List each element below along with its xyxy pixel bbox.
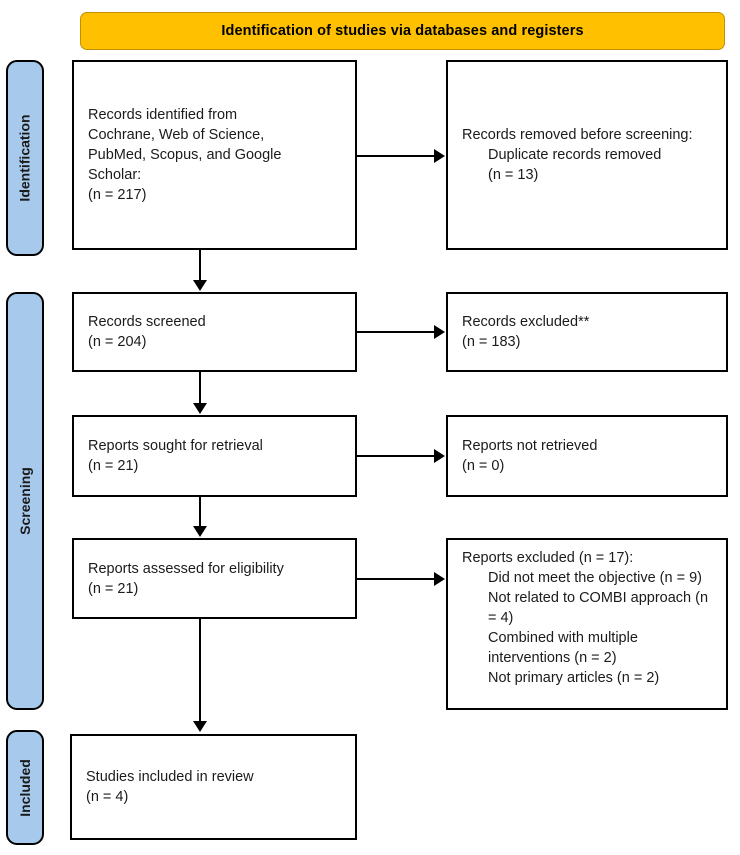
stage-label-screening-text: Screening [17,467,34,535]
studies-included-label: Studies included in review [86,769,254,785]
connector-identified-to-removed [357,155,437,157]
arrow-down-icon [193,403,207,414]
reports-excluded-reason: Did not meet the objective (n = 9) [488,570,702,586]
records-removed-item: Duplicate records removed [488,147,662,163]
arrow-right-icon [434,449,445,463]
connector-sought-to-assessed [199,497,201,527]
records-excluded-label: Records excluded** [462,314,590,330]
box-reports-excluded: Reports excluded (n = 17): Did not meet … [446,538,728,710]
banner-title: Identification of studies via databases … [221,23,584,39]
stage-label-screening: Screening [6,292,44,710]
reports-assessed-count: (n = 21) [88,580,139,597]
reports-excluded-header: Reports excluded (n = 17): [462,550,634,566]
reports-excluded-reason: Not primary articles (n = 2) [488,670,660,686]
connector-identified-to-screened [199,250,201,282]
box-reports-assessed: Reports assessed for eligibility (n = 21… [72,538,357,619]
reports-sought-count: (n = 21) [88,458,139,474]
arrow-down-icon [193,280,207,291]
reports-not-retrieved-label: Reports not retrieved [462,438,598,454]
reports-not-retrieved-count: (n = 0) [462,458,505,474]
box-records-identified: Records identified from Cochrane, Web of… [72,60,357,250]
box-records-excluded: Records excluded** (n = 183) [446,292,728,372]
records-screened-count: (n = 204) [88,334,147,350]
diagram-banner: Identification of studies via databases … [80,12,725,50]
studies-included-count: (n = 4) [86,789,129,805]
box-reports-not-retrieved: Reports not retrieved (n = 0) [446,415,728,497]
arrow-down-icon [193,526,207,537]
records-identified-line1: Records identified from [88,107,238,123]
reports-excluded-reason: Combined with multiple interventions (n … [488,630,642,666]
records-removed-lead: Records removed before screening: [462,125,716,145]
arrow-down-icon [193,721,207,732]
stage-label-identification-text: Identification [17,114,33,202]
arrow-right-icon [434,149,445,163]
reports-sought-label: Reports sought for retrieval [88,438,263,454]
connector-assessed-to-included [199,619,201,723]
arrow-right-icon [434,572,445,586]
records-identified-count: (n = 217) [88,187,147,203]
stage-label-included-text: Included [17,758,33,817]
box-records-screened: Records screened (n = 204) [72,292,357,372]
reports-excluded-reason: Not related to COMBI approach (n = 4) [488,590,713,626]
connector-sought-to-not-retrieved [357,455,437,457]
stage-label-included: Included [6,730,44,845]
records-identified-line3: PubMed, Scopus, and Google [88,147,282,163]
connector-assessed-to-excluded-reports [357,578,437,580]
records-removed-lead-a: Records removed [462,127,581,143]
stage-label-identification: Identification [6,60,44,256]
connector-screened-to-sought [199,372,201,405]
records-removed-lead-b: : [688,127,693,143]
reports-assessed-label: Reports assessed for eligibility [88,560,284,577]
box-reports-sought: Reports sought for retrieval (n = 21) [72,415,357,497]
records-identified-line4: Scholar: [88,167,142,183]
box-studies-included: Studies included in review (n = 4) [70,734,357,840]
arrow-right-icon [434,325,445,339]
box-records-removed: Records removed before screening: Duplic… [446,60,728,250]
records-identified-line2: Cochrane, Web of Science, [88,127,265,143]
connector-screened-to-excluded [357,331,437,333]
records-excluded-count: (n = 183) [462,334,521,350]
records-screened-label: Records screened [88,314,206,330]
records-removed-lead-italic: before screening [580,127,689,143]
records-removed-count: (n = 13) [488,167,539,183]
